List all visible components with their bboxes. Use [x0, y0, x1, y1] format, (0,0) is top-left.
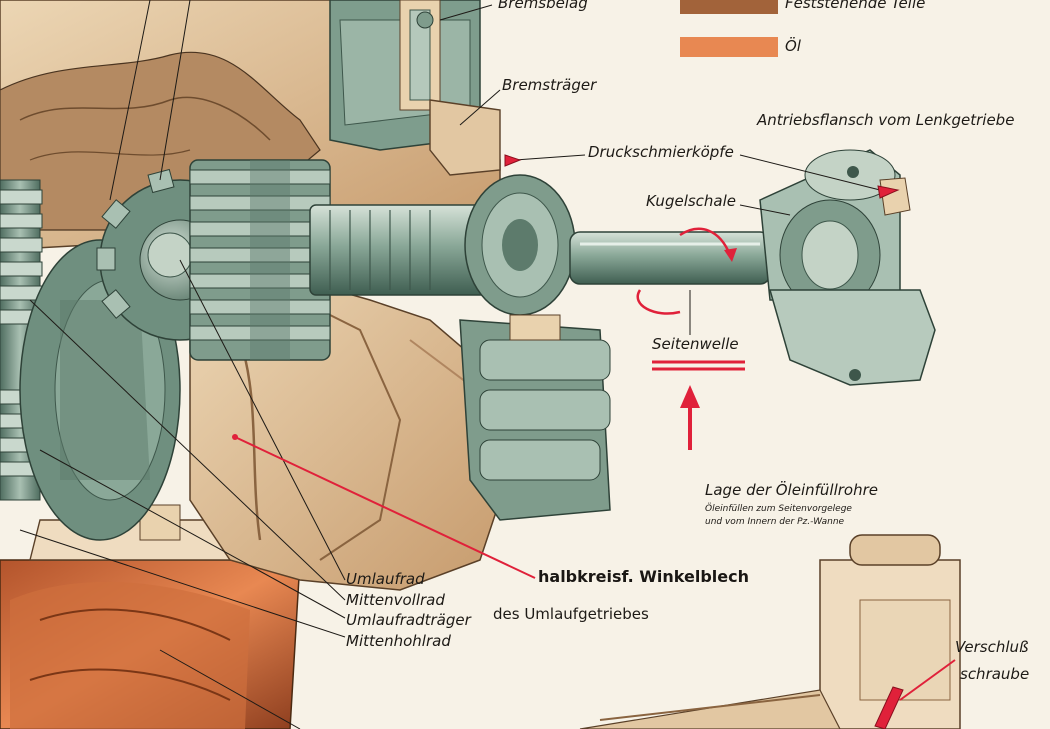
label-mittenhohlrad: Mittenhohlrad: [346, 632, 451, 650]
legend-label-fixed: Feststehende Teile: [785, 0, 926, 12]
leader-lines: [19, 0, 881, 729]
label-seitenwelle: Seitenwelle: [652, 335, 739, 353]
output-gear-ring: [464, 174, 576, 316]
label-verschluss-2: schraube: [960, 665, 1030, 683]
label-umlaufrad: Umlaufrad: [346, 570, 425, 588]
label-oel-sub1: Öleinfüllen zum Seitenvorgelege: [705, 504, 852, 514]
label-kugelschale: Kugelschale: [646, 192, 737, 210]
label-oel-title: Lage der Öleinfüllrohre: [705, 481, 878, 499]
legend-label-oil: Öl: [785, 37, 801, 55]
verschluss-leader: [899, 659, 956, 701]
grease-nipple-icon: [877, 185, 900, 199]
label-antriebsflansch: Antriebsflansch vom Lenkgetriebe: [757, 111, 1015, 129]
label-umlaufgetriebe: des Umlaufgetriebes: [493, 605, 649, 623]
label-umlaufradtraeger: Umlaufradträger: [346, 611, 471, 629]
brake-carrier: [429, 99, 501, 176]
legend-swatch-oil: [680, 37, 778, 57]
oil-filler-assembly: [579, 534, 961, 729]
label-bremsbelag: Bremsbelag: [498, 0, 588, 12]
label-oel-sub2: und vom Innern der Pz.-Wanne: [705, 517, 845, 527]
winkelblech-leader: [234, 436, 536, 579]
legend-swatch-fixed: [680, 0, 778, 14]
drive-flange: [759, 149, 936, 386]
label-verschluss-1: Verschluß: [955, 638, 1029, 656]
sun-gear: [189, 159, 331, 361]
grease-nipple-icon: [874, 686, 904, 729]
splined-shaft: [309, 204, 511, 296]
side-shaft: [569, 231, 771, 285]
label-bremstraeger: Bremsträger: [502, 76, 597, 94]
grease-nipple-icon: [504, 154, 522, 167]
label-mittenvollrad: Mittenvollrad: [346, 591, 445, 609]
label-winkelblech: halbkreisf. Winkelblech: [538, 567, 749, 586]
rotation-arrow-icon: [679, 227, 732, 256]
rotation-arrow-icon: [636, 289, 681, 315]
bearing-housing: [459, 314, 611, 521]
label-druckschmierkoepfe: Druckschmierköpfe: [588, 143, 734, 161]
